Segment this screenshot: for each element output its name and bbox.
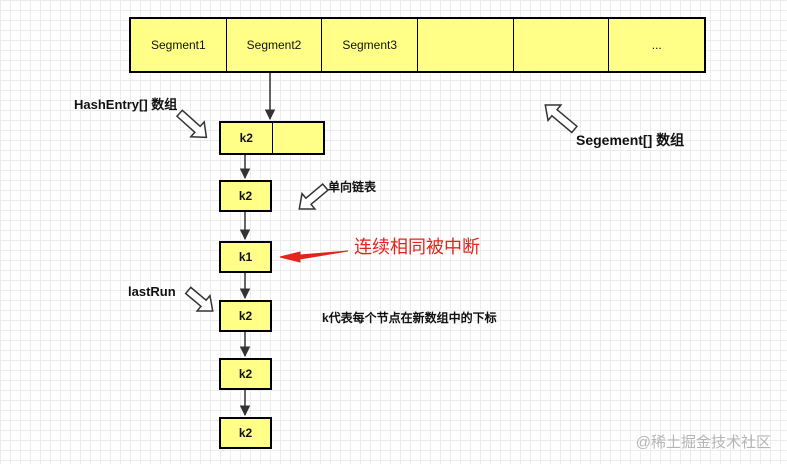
chain-node: k2 <box>219 417 272 449</box>
watermark: @稀土掘金技术社区 <box>635 434 771 451</box>
segment-cell: Segment1 <box>131 19 227 71</box>
interrupt-red-arrow <box>279 250 349 263</box>
segment-cell: ... <box>651 38 662 52</box>
lastrun-label: lastRun <box>128 284 176 299</box>
k-note-label: k代表每个节点在新数组中的下标 <box>322 311 497 325</box>
linked-list-pointer-arrow <box>298 183 329 210</box>
chain-node-lastrun: k2 <box>219 300 272 332</box>
hash-entry-key: k2 <box>221 123 273 153</box>
segment-array-label: Segement[] 数组 <box>576 132 685 148</box>
segment-array-pointer-arrow <box>544 104 579 134</box>
chain-node-interrupt: k1 <box>219 241 272 273</box>
chain-node: k2 <box>219 180 272 212</box>
segment-cell: Segment3 <box>322 19 419 71</box>
segment-cell <box>418 19 514 71</box>
chain-node: k2 <box>219 358 272 390</box>
segment-array: Segment1 Segment2 Segment3 ... <box>129 17 706 73</box>
lastrun-pointer-arrow <box>184 286 214 312</box>
hash-entry-pointer-arrow <box>175 109 208 139</box>
linked-list-label: 单向链表 <box>328 180 377 194</box>
hash-entry-array: k2 <box>219 121 325 155</box>
interrupted-label: 连续相同被中断 <box>354 237 480 257</box>
segment-cell: Segment2 <box>227 19 323 71</box>
segment-cell <box>514 19 610 71</box>
hash-entry-array-label: HashEntry[] 数组 <box>74 97 178 112</box>
